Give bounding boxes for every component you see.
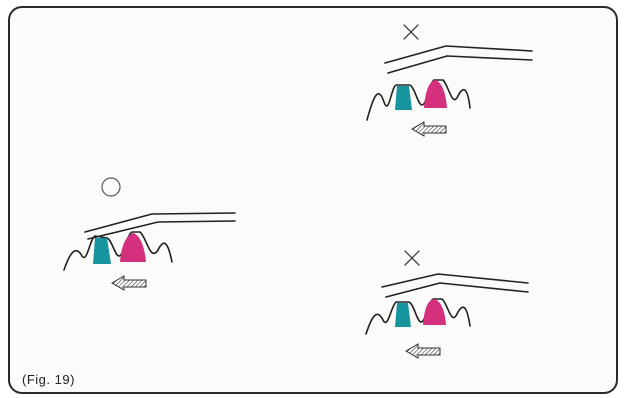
teeth-outline	[366, 79, 471, 121]
cross-icon	[404, 250, 420, 266]
tooth-right	[423, 299, 446, 325]
feed-arrow	[405, 343, 441, 359]
panel-incorrect-top	[366, 24, 533, 137]
teeth-outline	[63, 231, 173, 271]
tooth-left	[395, 303, 411, 327]
feed-arrow	[111, 275, 147, 291]
panel-incorrect-bottom	[365, 250, 529, 359]
figure-frame	[8, 6, 618, 394]
tooth-left	[395, 86, 412, 110]
tooth-right	[424, 80, 447, 108]
cross-icon	[403, 24, 419, 40]
needle-plate	[84, 212, 236, 240]
tooth-left	[93, 238, 111, 264]
tooth-right	[120, 233, 146, 262]
needle-plate	[384, 45, 533, 74]
needle-plate	[381, 273, 529, 298]
feed-arrow	[411, 121, 447, 137]
figure-caption: (Fig. 19)	[22, 372, 75, 387]
teeth-outline	[365, 298, 471, 335]
panel-correct	[63, 177, 236, 291]
circle-icon	[101, 177, 121, 197]
